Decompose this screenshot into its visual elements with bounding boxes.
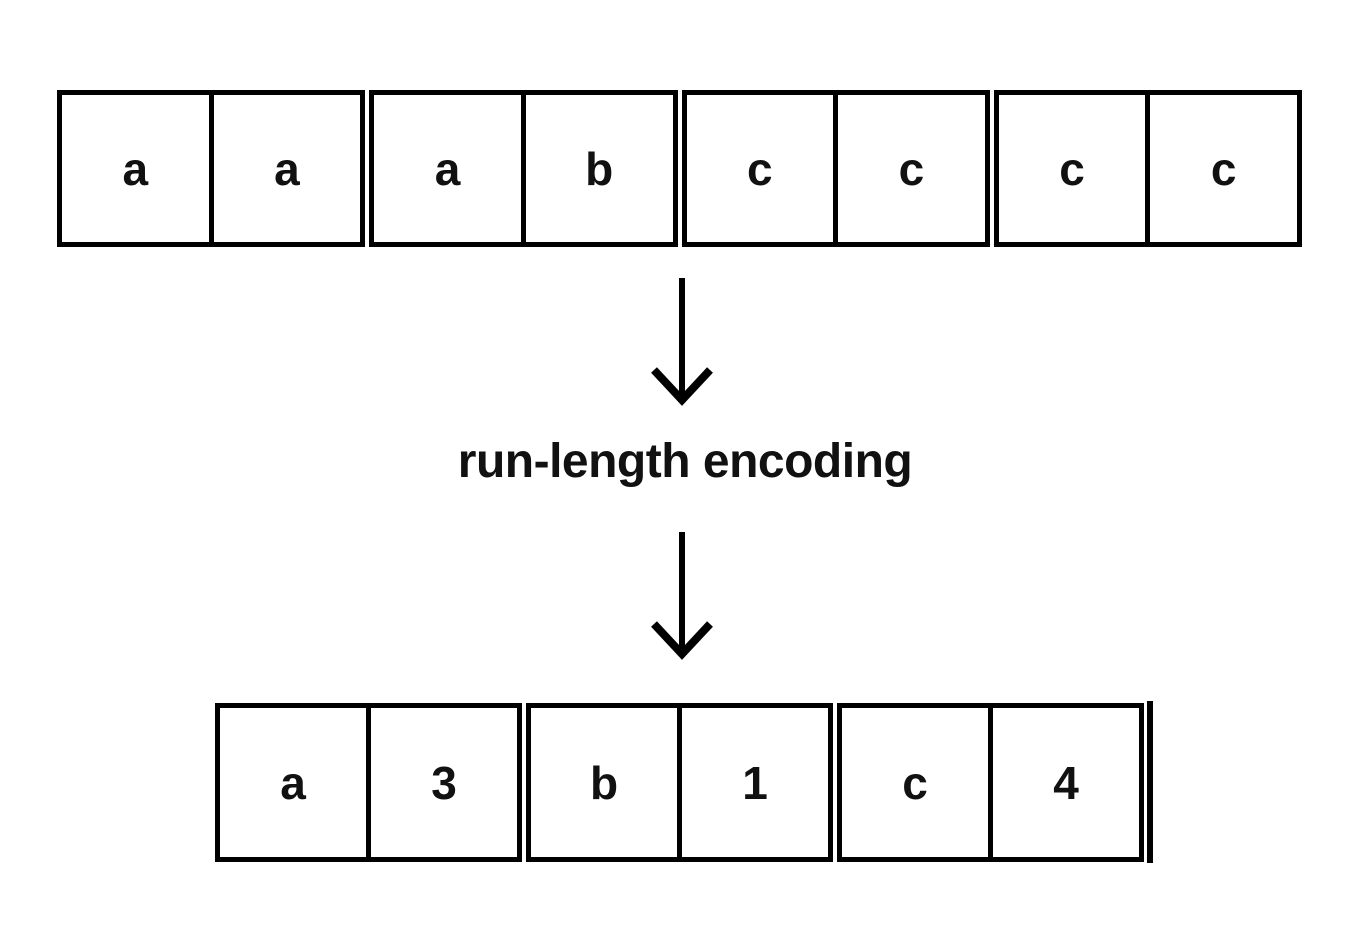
sequence-cell: b	[520, 95, 673, 242]
sequence-cell: c	[833, 95, 985, 242]
sequence-cell: a	[434, 142, 461, 195]
sequence-cell: c	[1059, 142, 1085, 195]
sequence-cell: b	[589, 756, 619, 809]
encoded-row-edge-line	[1147, 701, 1153, 863]
down-arrow-icon	[651, 532, 713, 660]
sequence-cell: a	[122, 142, 149, 195]
process-label: run-length encoding	[457, 435, 913, 488]
sequence-cell: a	[208, 95, 361, 242]
sequence-cell: 4	[988, 708, 1139, 857]
down-arrow-icon	[651, 278, 713, 406]
sequence-cell: a	[280, 756, 306, 809]
sequence-cell: c	[747, 142, 773, 195]
sequence-cell: 3	[366, 708, 517, 857]
sequence-cell: c	[1145, 95, 1297, 242]
sequence-cell: 1	[677, 708, 828, 857]
sequence-cell: c	[902, 756, 928, 809]
